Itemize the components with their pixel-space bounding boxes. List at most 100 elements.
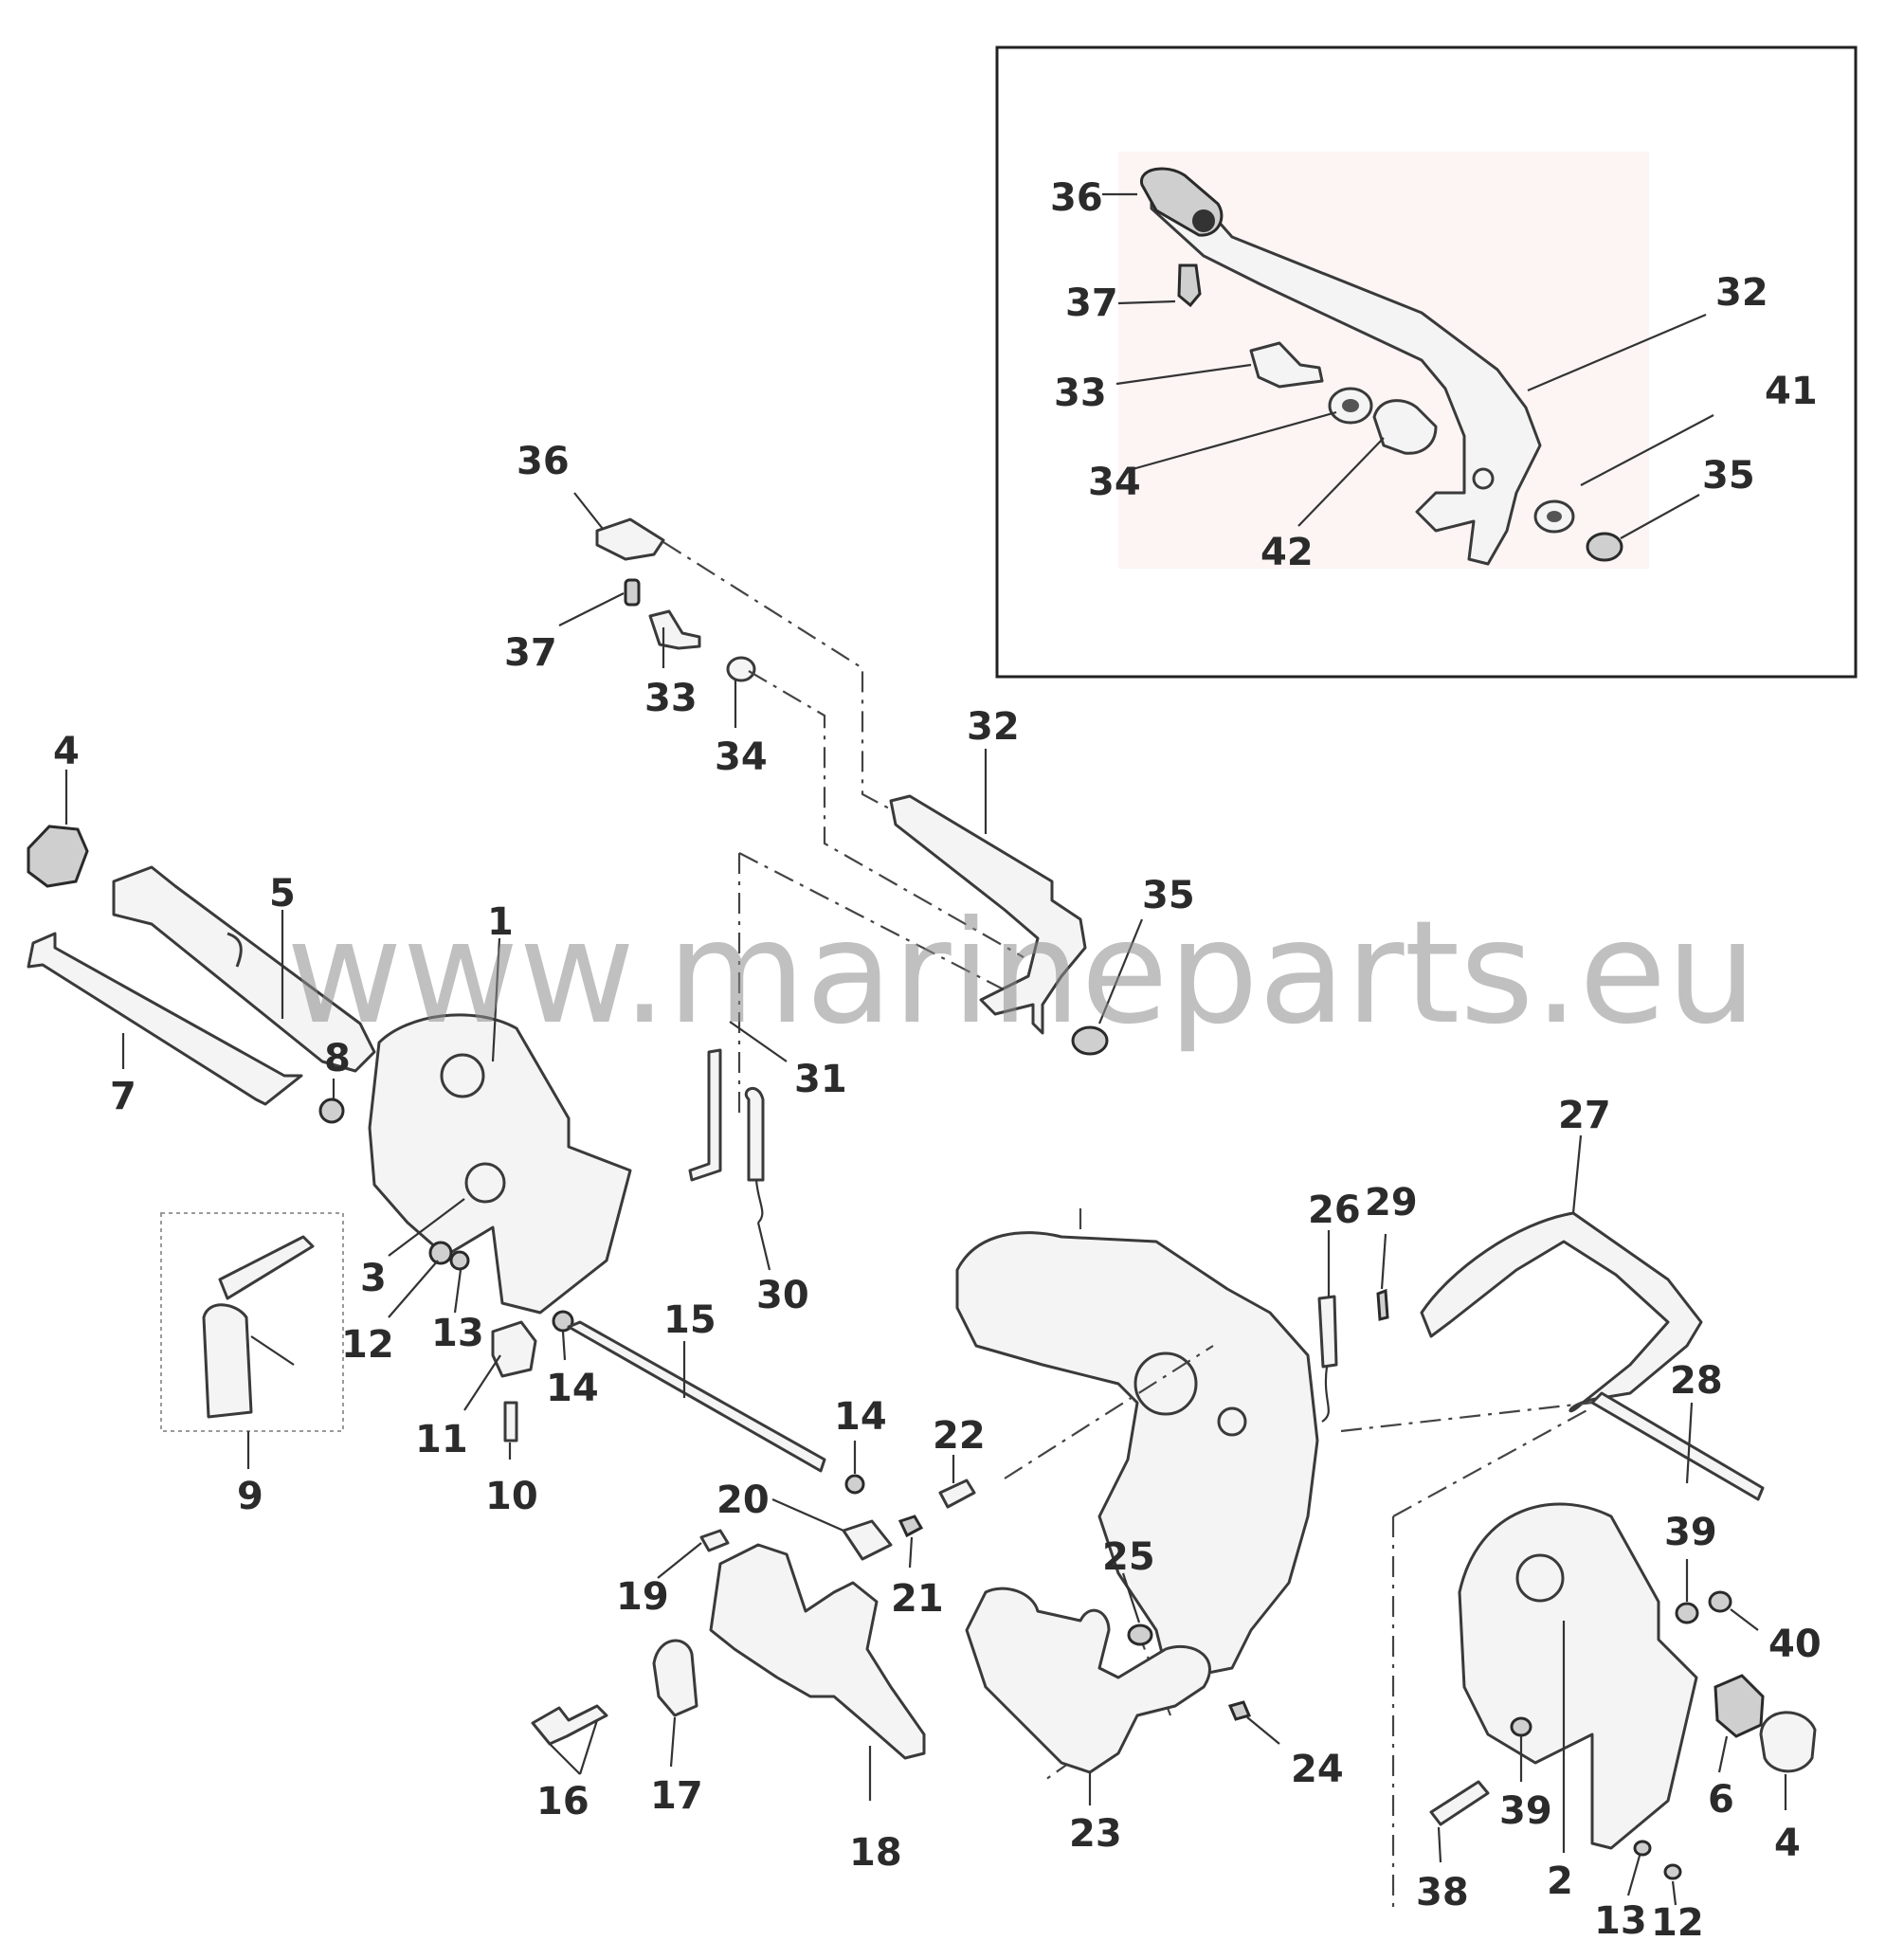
callout-30: 30 <box>756 1274 809 1317</box>
swivel-housing <box>955 1231 1319 1679</box>
callout-4a: 4 <box>53 730 80 773</box>
callout-4b: 4 <box>1774 1822 1801 1865</box>
callout-14a: 14 <box>546 1367 599 1410</box>
yoke-group: 25 24 23 <box>965 1535 1344 1856</box>
callout-38: 38 <box>1416 1871 1469 1914</box>
callout-26: 26 <box>1308 1188 1361 1232</box>
lower-bracket-group: 19 17 16 18 <box>531 1529 926 1875</box>
callout-32: 32 <box>967 705 1020 749</box>
washer-part <box>726 656 756 682</box>
callout-27: 27 <box>1558 1094 1611 1137</box>
stud-part <box>648 609 701 650</box>
inset-stud <box>1249 341 1324 389</box>
callout-5: 5 <box>269 872 296 916</box>
callout-29: 29 <box>1365 1181 1418 1224</box>
arm-bracket <box>889 794 1087 1035</box>
callout-18: 18 <box>849 1831 902 1875</box>
cam-part <box>202 1303 253 1419</box>
callout-13b: 13 <box>1594 1899 1647 1941</box>
callout-35: 35 <box>1142 874 1195 917</box>
right-bracket-group: 38 39 2 39 40 6 4 13 12 <box>1391 1406 1822 1941</box>
callout-15: 15 <box>663 1298 716 1342</box>
callout-17: 17 <box>650 1774 703 1818</box>
callout-25: 25 <box>1102 1535 1155 1579</box>
nut-21 <box>898 1515 924 1538</box>
callout-19: 19 <box>616 1575 669 1619</box>
pin-28 <box>1590 1391 1765 1501</box>
plate-17 <box>652 1639 698 1717</box>
inset-arm-bracket <box>1150 171 1542 566</box>
lower-bracket <box>709 1543 926 1760</box>
callout-14b: 14 <box>834 1395 887 1439</box>
callout-13a: 13 <box>431 1312 484 1355</box>
screw-part-9 <box>218 1235 315 1300</box>
inset-callout-35: 35 <box>1702 454 1755 498</box>
clip-part <box>595 517 665 561</box>
callout-6: 6 <box>1708 1778 1734 1822</box>
callout-21: 21 <box>891 1577 944 1621</box>
pin-part <box>624 578 641 607</box>
inset-pin <box>1177 263 1202 308</box>
cap-4 <box>1759 1711 1817 1773</box>
callout-40: 40 <box>1768 1623 1822 1666</box>
callout-24: 24 <box>1291 1748 1344 1791</box>
inset-callout-41: 41 <box>1765 370 1818 413</box>
rod-spring-group: 31 30 <box>688 1021 847 1317</box>
swivel-housing-group <box>955 1208 1319 1783</box>
screw-24 <box>1227 1700 1252 1721</box>
shaft-part <box>567 1320 826 1473</box>
arm-assembly: 36 37 33 34 32 35 <box>504 440 1195 1118</box>
rod-part <box>688 1048 722 1182</box>
nut-6 <box>1714 1674 1765 1738</box>
inset-detail: 36 37 33 34 42 32 41 35 <box>995 45 1858 679</box>
callout-37: 37 <box>504 631 557 675</box>
left-assembly: 4 5 1 7 8 <box>27 730 632 1315</box>
spring-part <box>744 1087 765 1182</box>
mount-bracket-right <box>1458 1502 1698 1850</box>
callout-1: 1 <box>487 900 514 944</box>
callout-7: 7 <box>110 1075 136 1118</box>
callout-39b: 39 <box>1499 1789 1552 1833</box>
rod-l-part <box>27 932 303 1106</box>
bolt-part-10 <box>503 1401 518 1442</box>
spring-26 <box>1317 1295 1338 1369</box>
callout-16: 16 <box>536 1780 589 1823</box>
inset-callout-37: 37 <box>1065 281 1118 325</box>
callout-12b: 12 <box>1651 1901 1704 1941</box>
inset-callout-33: 33 <box>1054 372 1107 415</box>
callout-10: 10 <box>485 1475 538 1518</box>
callout-22: 22 <box>933 1414 986 1458</box>
shaft-group: 15 14 20 21 22 <box>567 1298 986 1621</box>
dotted-box <box>160 1212 344 1432</box>
ball-part <box>318 1097 345 1124</box>
inset-bushing <box>1372 399 1438 455</box>
inset-nut <box>1586 532 1623 562</box>
inset-callout-42: 42 <box>1260 531 1314 574</box>
nut-part <box>1071 1025 1109 1056</box>
inset-box-9: 9 <box>160 1212 344 1518</box>
callout-8: 8 <box>324 1037 351 1080</box>
block-part <box>491 1320 537 1378</box>
callout-28: 28 <box>1670 1359 1723 1403</box>
bolt-38 <box>1429 1780 1490 1826</box>
tube-part <box>112 865 376 1073</box>
callout-34: 34 <box>715 735 768 779</box>
sleeve-part <box>842 1519 893 1561</box>
inset-callout-36: 36 <box>1050 176 1103 220</box>
callout-2: 2 <box>1547 1859 1573 1903</box>
spring-22 <box>938 1478 976 1509</box>
callout-12a: 12 <box>341 1323 394 1367</box>
inset-callout-34: 34 <box>1088 461 1141 504</box>
callout-23: 23 <box>1069 1812 1122 1856</box>
callout-33: 33 <box>644 677 698 720</box>
callout-9: 9 <box>237 1475 263 1518</box>
callout-39a: 39 <box>1664 1511 1717 1554</box>
pin-19 <box>699 1529 730 1552</box>
callout-31: 31 <box>794 1058 847 1101</box>
callout-3: 3 <box>360 1257 387 1300</box>
pin-29 <box>1376 1288 1389 1321</box>
small-hardware: 3 12 13 11 10 14 <box>341 1198 599 1518</box>
watermark-text: www.marineparts.eu <box>286 891 1757 1056</box>
frame-group: 26 29 27 28 <box>1308 1094 1765 1501</box>
